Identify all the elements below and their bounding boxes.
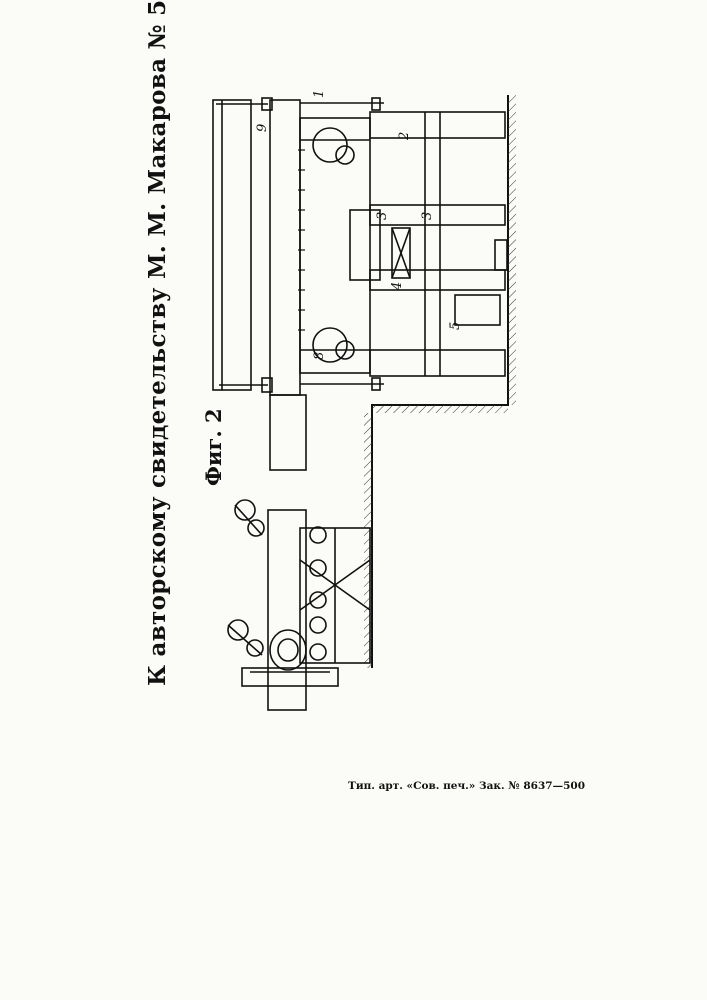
document-title: К авторскому свидетельству М. М. Макаров… <box>144 0 171 686</box>
timber-beam <box>213 98 272 392</box>
printer-imprint: Тип. арт. «Сов. печ.» Зак. № 8637—500 <box>348 780 585 792</box>
feed-conveyor <box>228 500 370 686</box>
figure-label: Фиг. 2 <box>201 408 226 486</box>
cutter-frame <box>270 98 507 395</box>
callout-3b: 3 <box>420 212 435 220</box>
callout-4: 4 <box>390 282 405 290</box>
callout-3a: 3 <box>375 212 390 220</box>
callout-8: 8 <box>312 352 327 360</box>
callout-9: 9 <box>255 124 270 132</box>
callout-1: 1 <box>312 90 327 98</box>
callout-2: 2 <box>397 132 412 140</box>
callout-5: 5 <box>448 322 463 330</box>
